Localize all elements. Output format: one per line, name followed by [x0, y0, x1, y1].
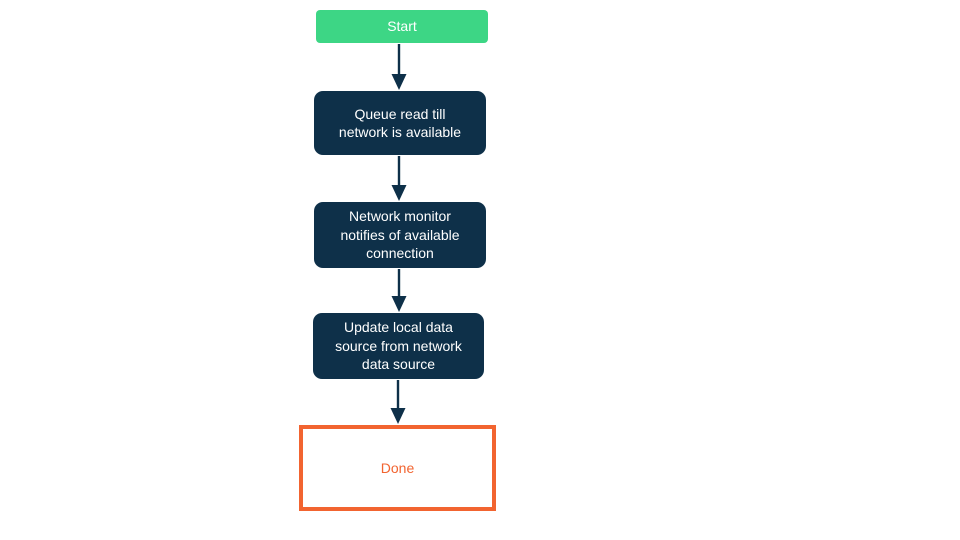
connector-network-monitor-to-update-local [391, 269, 407, 312]
node-done[interactable]: Done [299, 425, 496, 511]
node-network-monitor[interactable]: Network monitor notifies of available co… [314, 202, 486, 268]
node-update-local[interactable]: Update local data source from network da… [313, 313, 484, 379]
node-start[interactable]: Start [316, 10, 488, 43]
connector-start-to-queue-read [391, 44, 407, 90]
arrowhead-icon [391, 296, 407, 312]
arrowhead-icon [391, 185, 407, 201]
arrowhead-icon [391, 74, 407, 90]
node-queue-read-label: Queue read till network is available [338, 105, 462, 140]
node-update-local-label: Update local data source from network da… [335, 319, 462, 373]
node-queue-read[interactable]: Queue read till network is available [314, 91, 486, 155]
node-start-label: Start [387, 18, 417, 35]
node-network-monitor-label: Network monitor notifies of available co… [340, 208, 460, 262]
node-done-label: Done [380, 459, 415, 476]
connector-queue-read-to-network-monitor [391, 156, 407, 201]
connector-update-local-to-done [390, 380, 406, 424]
arrowhead-icon [390, 408, 406, 424]
